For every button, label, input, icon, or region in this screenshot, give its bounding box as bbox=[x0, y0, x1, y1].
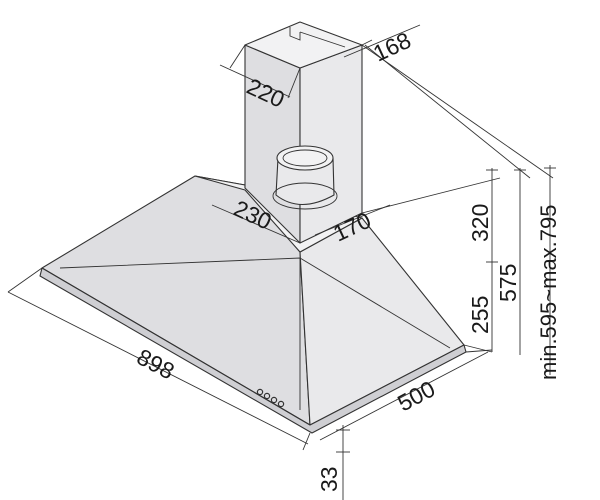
control-button-icon bbox=[277, 400, 285, 408]
chimney bbox=[244, 21, 363, 244]
dim-height-range: min.595~max.795 bbox=[536, 205, 561, 381]
control-button-icon bbox=[256, 388, 264, 396]
control-button-icon bbox=[270, 396, 278, 404]
control-button-icon bbox=[263, 392, 271, 400]
dim-chimney-height: 320 bbox=[467, 204, 493, 242]
outlet-collar-body bbox=[275, 157, 335, 205]
dimension-labels: 220 168 230 170 898 500 255 320 575 min.… bbox=[133, 27, 561, 492]
dim-edge-thickness: 33 bbox=[316, 466, 342, 492]
outlet-collar bbox=[272, 145, 338, 210]
dim-total-height: 575 bbox=[495, 264, 521, 302]
dimension-lines bbox=[7, 24, 556, 500]
dim-canopy-height: 255 bbox=[467, 296, 493, 334]
control-buttons bbox=[256, 388, 285, 408]
dim-chimney-depth: 168 bbox=[369, 27, 415, 67]
